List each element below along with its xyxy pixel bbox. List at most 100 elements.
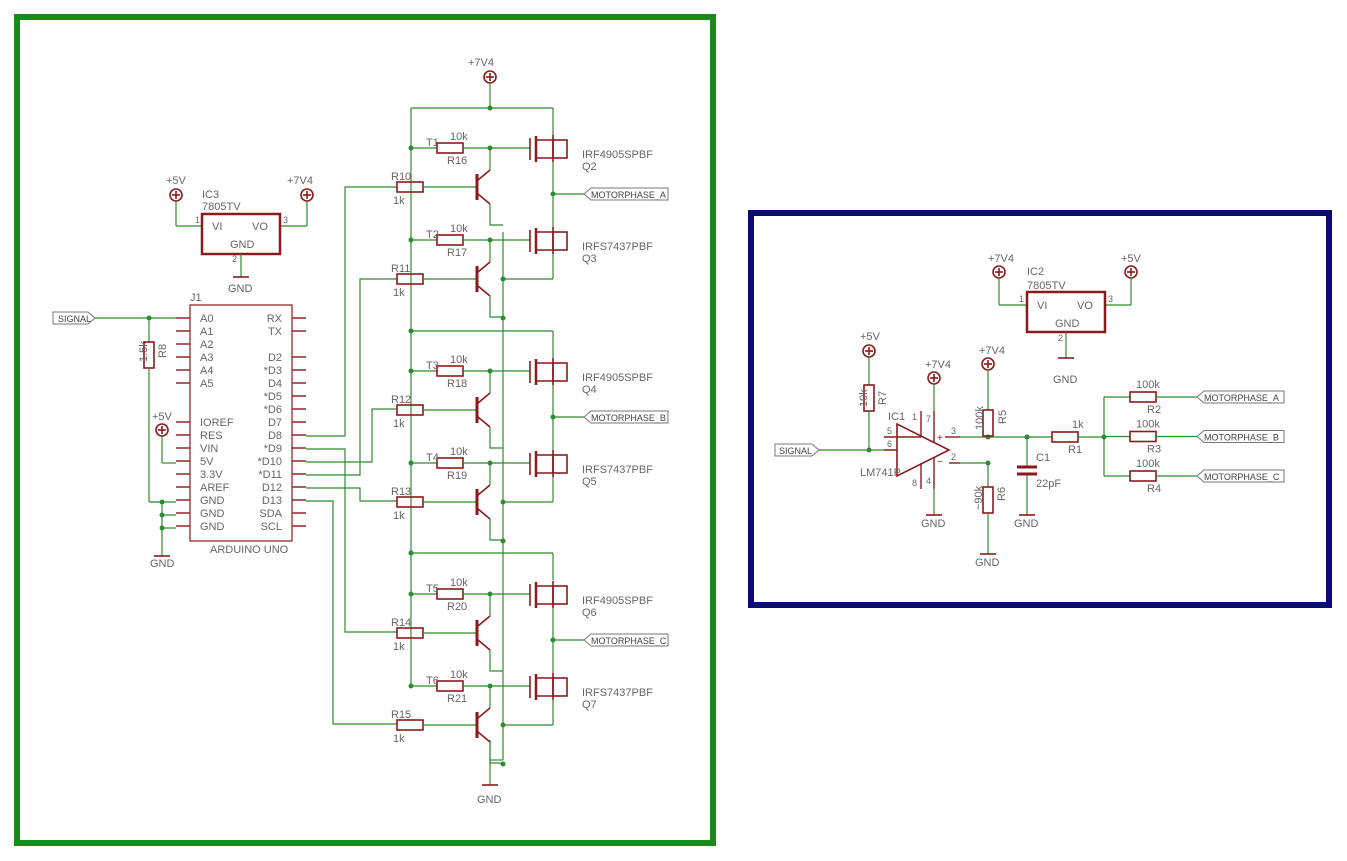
motorphase-tag-label: MOTORPHASE_B [591, 413, 666, 423]
gnd-label: GND [975, 557, 1000, 569]
opamp-pin: 1 [912, 412, 917, 422]
gate-resistor-value: 10k [450, 223, 468, 235]
r6-value: ~90k [973, 485, 985, 510]
arduino-left-pin: A5 [200, 378, 213, 390]
transistor-ref: T1 [426, 137, 439, 149]
arduino-ref: J1 [190, 292, 202, 304]
base-resistor-value: 1k [393, 287, 405, 299]
motorphase-tag-label: MOTORPHASE_A [1204, 393, 1279, 403]
supply-label: +5V [152, 411, 173, 423]
supply-label: +5V [860, 331, 881, 343]
gate-resistor [436, 142, 464, 154]
arduino-left-pin: A2 [200, 339, 213, 351]
ic3-gnd-label: GND [230, 239, 255, 251]
signal-tag-label: SIGNAL [58, 314, 91, 324]
h-bridge: 10kR16T1IRF4905SPBFQ2R101k10kR17T2IRFS74… [391, 131, 669, 767]
r5-ref: R5 [997, 410, 1009, 424]
mosfet-ref: Q4 [582, 384, 597, 396]
r6-ref: R6 [996, 487, 1008, 501]
gate-resistor [436, 234, 464, 246]
arduino-right-pin: D13 [262, 495, 282, 507]
arduino-right-pin: SDA [259, 508, 282, 520]
gate-resistor-value: 10k [450, 577, 468, 589]
signal-tag-label: SIGNAL [779, 446, 812, 456]
output-resistor [1129, 470, 1157, 482]
gnd-label: GND [150, 558, 175, 570]
arduino-right-pin: *D9 [264, 443, 282, 455]
signal-input: SIGNAL 1.5k R8 +5V GND [52, 311, 176, 570]
mosfet-value: IRF4905SPBF [582, 149, 653, 161]
gate-resistor-value: 10k [450, 669, 468, 681]
arduino-left-pin: IOREF [200, 417, 234, 429]
gate-resistor-value: 10k [450, 446, 468, 458]
mosfet-value: IRFS7437PBF [582, 464, 653, 476]
arduino-right-pin: D4 [268, 378, 282, 390]
base-resistor-value: 1k [393, 733, 405, 745]
opamp-stage: SIGNAL +5V 10k R7 IC1 LM741P + − 5 6 1 7… [774, 331, 1107, 569]
output-resistor-ref: R2 [1147, 404, 1161, 416]
base-resistor-value: 1k [393, 641, 405, 653]
arduino-left-pin: A1 [200, 326, 213, 338]
opamp-pin: 4 [926, 476, 931, 486]
gnd-label: GND [1053, 374, 1078, 386]
opamp-pin: 8 [912, 478, 917, 488]
supply-label: +7V4 [979, 345, 1005, 357]
c1-value: 22pF [1036, 478, 1061, 490]
ic2-gnd-label: GND [1055, 318, 1080, 330]
opamp-pin: 7 [926, 414, 931, 424]
arduino-right-pin: *D5 [264, 391, 282, 403]
arduino-right-pin: D8 [268, 430, 282, 442]
base-resistor [396, 181, 424, 193]
opamp-ic1 [896, 422, 951, 478]
arduino-uno: J1 ARDUINO UNO A0A1A2A3A4A5IOREFRESVIN5V… [176, 292, 306, 556]
control-wires [306, 186, 397, 725]
base-resistor-ref: R11 [391, 263, 410, 275]
base-resistor [396, 496, 424, 508]
motorphase-tag-label: MOTORPHASE_B [1204, 433, 1279, 443]
ic3-name: IC3 [202, 189, 219, 201]
c1-ref: C1 [1036, 452, 1050, 464]
arduino-right-pin: RX [267, 313, 283, 325]
mosfet-ref: Q3 [582, 253, 597, 265]
gate-resistor-value: 10k [450, 354, 468, 366]
ic2-value: 7805TV [1027, 280, 1066, 292]
ic3-pin: 2 [232, 254, 237, 264]
gate-resistor [436, 588, 464, 600]
opamp-pin: 5 [887, 426, 892, 436]
arduino-right-pin: D7 [268, 417, 282, 429]
supply-label: +7V4 [988, 253, 1014, 265]
arduino-left-pin: A4 [200, 365, 213, 377]
r1-value: 1k [1072, 419, 1084, 431]
opamp-pin: 2 [951, 452, 956, 462]
output-resistors: 100kR2MOTORPHASE_A100kR3MOTORPHASE_B100k… [1104, 379, 1285, 495]
signal-tag [52, 311, 96, 325]
transistor-ref: T4 [426, 452, 439, 464]
opamp-plus: + [937, 433, 943, 444]
transistor-ref: T3 [426, 360, 439, 372]
gnd-label: GND [477, 794, 502, 806]
arduino-right-pin: SCL [261, 521, 282, 533]
arduino-left-pin: GND [200, 495, 225, 507]
motorphase-tag [583, 633, 669, 647]
ic3-pin: 1 [195, 215, 200, 225]
gate-resistor-ref: R21 [447, 693, 467, 705]
arduino-left-pin: GND [200, 508, 225, 520]
arduino-left-pin: RES [200, 430, 223, 442]
motorphase-tag [1196, 430, 1285, 443]
ic2-regulator: +7V4 +5V IC2 7805TV VI VO GND 1 3 2 GND [988, 253, 1142, 386]
motorphase-tag [583, 410, 669, 424]
output-resistor-ref: R3 [1147, 444, 1161, 456]
opamp-pin: 3 [951, 426, 956, 436]
arduino-body [189, 304, 293, 542]
gnd-label: GND [1014, 518, 1039, 530]
arduino-right-pin: TX [268, 326, 283, 338]
supply-label: +7V4 [287, 175, 313, 187]
base-resistor-value: 1k [393, 195, 405, 207]
r5-value: 100k [974, 406, 986, 430]
signal-tag [774, 443, 820, 457]
arduino-right-pin: *D10 [258, 456, 282, 468]
resistor-r5 [982, 409, 994, 437]
